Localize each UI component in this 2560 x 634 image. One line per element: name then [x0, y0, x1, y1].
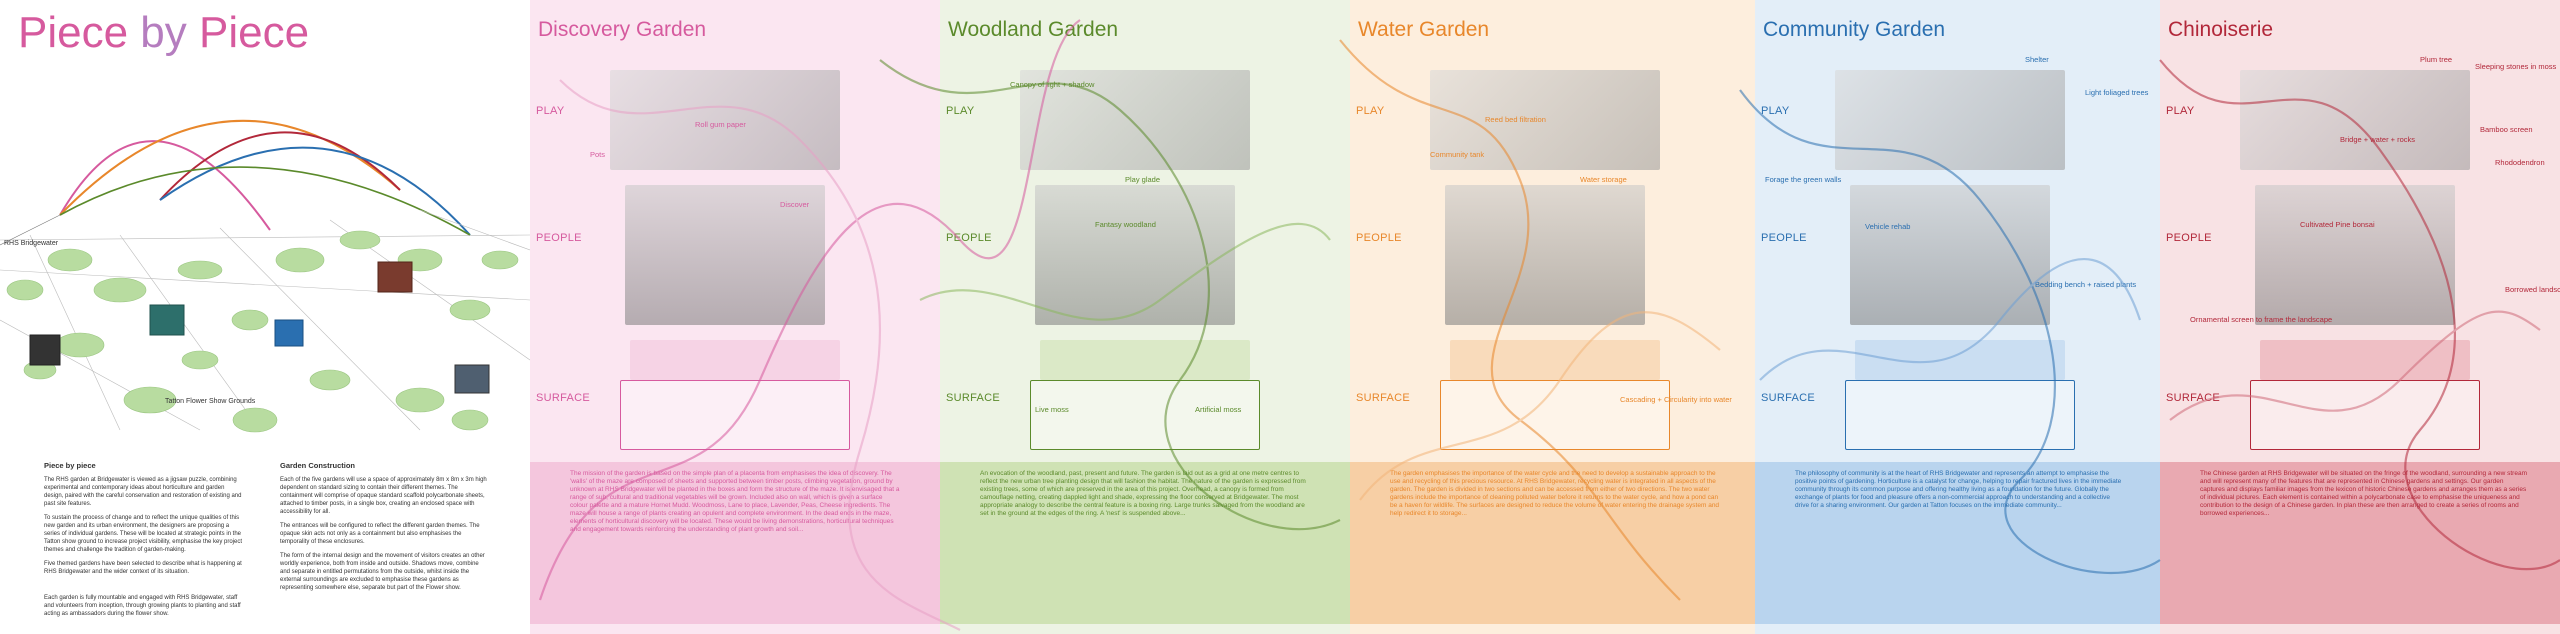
row-label-play: PLAY [946, 105, 975, 117]
image-caption: Ornamental screen to frame the landscape [2190, 315, 2333, 324]
collage-image [1850, 185, 2050, 325]
row-label-play: PLAY [1356, 105, 1385, 117]
intro-col1-para: Five themed gardens have been selected t… [44, 561, 242, 575]
intro-col2-heading: Garden Construction [280, 461, 356, 470]
row-label-surface: SURFACE [536, 392, 591, 404]
row-label-people: PEOPLE [1761, 232, 1807, 244]
surface-plan [1030, 380, 1260, 450]
image-caption: Forage the green walls [1765, 175, 1842, 184]
image-caption: Rhododendron [2495, 158, 2545, 167]
image-caption: Vehicle rehab [1865, 222, 1911, 231]
image-caption: Bedding bench + raised plants [2035, 280, 2137, 289]
image-caption: Pots [590, 150, 606, 159]
intro-panel: Piece by Piece [0, 0, 530, 634]
surface-plan [620, 380, 850, 450]
row-label-surface: SURFACE [946, 392, 1001, 404]
garden-description: An evocation of the woodland, past, pres… [980, 470, 1306, 517]
garden-title: Woodland Garden [948, 18, 1119, 41]
intro-col1-para: To sustain the process of change and to … [44, 515, 242, 553]
image-caption: Cascading + Circularity into water [1620, 395, 1732, 404]
intro-col1: Piece by piece The RHS garden at Bridgew… [44, 462, 244, 618]
row-label-people: PEOPLE [536, 232, 582, 244]
intro-col1-para: Each garden is fully mountable and engag… [44, 595, 241, 617]
surface-plan [1845, 380, 2075, 450]
image-caption: Roll gum paper [695, 120, 746, 129]
image-caption: Water storage [1580, 175, 1627, 184]
surface-plan [1440, 380, 1670, 450]
accent-panel [630, 340, 840, 380]
image-caption: Live moss [1035, 405, 1069, 414]
intro-col1-heading: Piece by piece [44, 461, 96, 470]
image-caption: Sleeping stones in moss [2475, 62, 2557, 71]
image-caption: Fantasy woodland [1095, 220, 1156, 229]
row-label-surface: SURFACE [2166, 392, 2221, 404]
intro-col2-para: The entrances will be configured to refl… [280, 523, 480, 545]
row-label-people: PEOPLE [946, 232, 992, 244]
garden-title: Community Garden [1763, 18, 1946, 41]
image-caption: Borrowed landscape [2505, 285, 2560, 294]
collage-image [1035, 185, 1235, 325]
image-caption: Cultivated Pine bonsai [2300, 220, 2375, 229]
page-title: Piece by Piece [18, 8, 309, 58]
row-label-people: PEOPLE [1356, 232, 1402, 244]
image-caption: Bamboo screen [2480, 125, 2533, 134]
row-label-play: PLAY [2166, 105, 2195, 117]
accent-panel [1450, 340, 1660, 380]
title-word: by [128, 8, 199, 57]
site-label-bridgewater: RHS Bridgewater [4, 240, 59, 247]
image-caption: Discover [780, 200, 810, 209]
image-caption: Reed bed filtration [1485, 115, 1546, 124]
image-caption: Light foliaged trees [2085, 88, 2149, 97]
row-label-surface: SURFACE [1761, 392, 1816, 404]
image-caption: Community tank [1430, 150, 1485, 159]
image-caption: Shelter [2025, 55, 2049, 64]
surface-plan [2250, 380, 2480, 450]
row-label-play: PLAY [536, 105, 565, 117]
garden-description: The Chinese garden at RHS Bridgewater wi… [2200, 470, 2527, 517]
image-caption: Bridge + water + rocks [2340, 135, 2416, 144]
accent-panel [1040, 340, 1250, 380]
row-label-play: PLAY [1761, 105, 1790, 117]
image-caption: Artificial moss [1195, 405, 1242, 414]
intro-col2-para: Each of the five gardens will use a spac… [280, 477, 487, 515]
image-caption: Canopy of light + shadow [1010, 80, 1095, 89]
garden-title: Water Garden [1358, 18, 1490, 41]
title-word: Piece [199, 8, 310, 57]
intro-col1-para: The RHS garden at Bridgewater is viewed … [44, 477, 242, 507]
accent-panel [1855, 340, 2065, 380]
collage-image [1445, 185, 1645, 325]
title-word: Piece [18, 8, 129, 57]
garden-title: Discovery Garden [538, 18, 707, 41]
image-caption: Play glade [1125, 175, 1161, 184]
image-caption: Plum tree [2420, 55, 2453, 64]
garden-description: The mission of the garden is based on th… [570, 470, 900, 533]
collage-image [2255, 185, 2455, 325]
row-label-people: PEOPLE [2166, 232, 2212, 244]
intro-col2-para: The form of the internal design and the … [280, 553, 485, 591]
intro-col2: Garden Construction Each of the five gar… [280, 462, 490, 592]
garden-description: The philosophy of community is at the he… [1795, 470, 2122, 509]
collage-image [2240, 70, 2470, 170]
accent-panel [2260, 340, 2470, 380]
garden-description: The garden emphasises the importance of … [1390, 470, 1720, 517]
garden-title: Chinoiserie [2168, 18, 2274, 41]
collage-image [1835, 70, 2065, 170]
site-label-showgrounds: Tatton Flower Show Grounds [165, 398, 256, 405]
row-label-surface: SURFACE [1356, 392, 1411, 404]
